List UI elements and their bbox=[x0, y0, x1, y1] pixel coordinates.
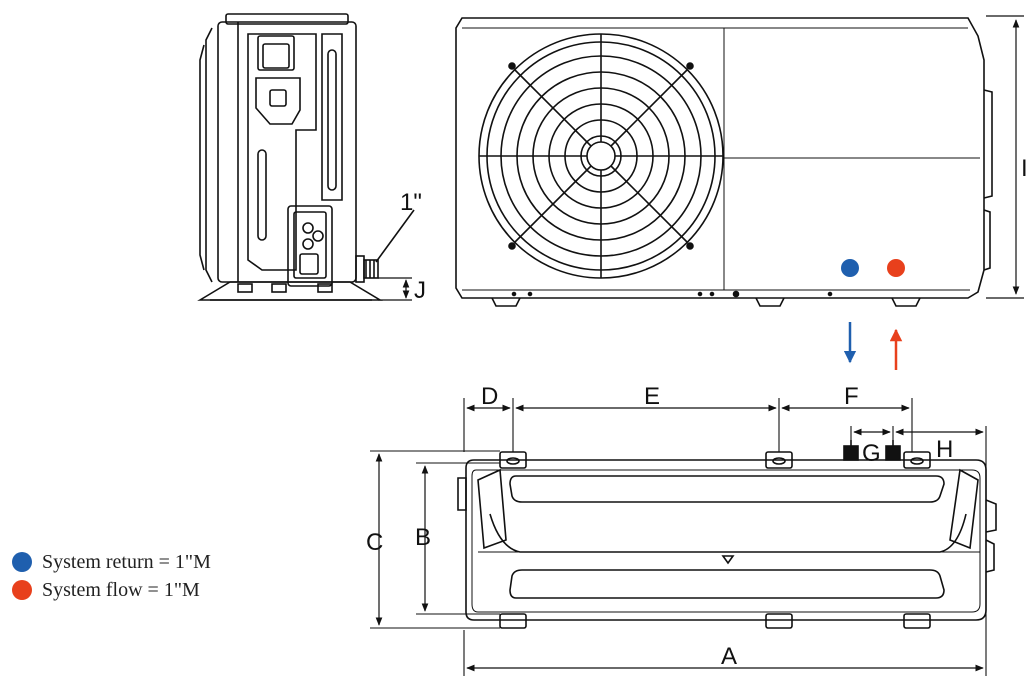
red-dot-icon bbox=[12, 580, 32, 600]
legend-item-flow: System flow = 1"M bbox=[12, 576, 211, 604]
dimension-I-label: I bbox=[1021, 155, 1028, 182]
legend-item-return: System return = 1"M bbox=[12, 548, 211, 576]
connection-size-label: 1" bbox=[400, 189, 422, 216]
return-connection-dot bbox=[841, 259, 859, 277]
dimension-J-label: J bbox=[414, 277, 426, 304]
side-view bbox=[197, 13, 415, 301]
dimension-C-label: C bbox=[366, 529, 383, 556]
dimension-B-label: B bbox=[415, 524, 431, 551]
blue-dot-icon bbox=[12, 552, 32, 572]
connection-legend: System return = 1"M System flow = 1"M bbox=[12, 548, 211, 604]
front-view bbox=[455, 15, 1024, 307]
dimension-D-label: D bbox=[481, 383, 498, 410]
dimension-A-label: A bbox=[721, 643, 737, 670]
dimension-E-label: E bbox=[644, 383, 660, 410]
dimension-G-label: G bbox=[862, 440, 881, 467]
dimension-F-label: F bbox=[844, 383, 859, 410]
top-view bbox=[370, 398, 997, 676]
flow-connection-dot bbox=[887, 259, 905, 277]
legend-label-flow: System flow = 1"M bbox=[42, 579, 200, 601]
dimension-H-label: H bbox=[936, 436, 953, 463]
legend-label-return: System return = 1"M bbox=[42, 551, 211, 573]
